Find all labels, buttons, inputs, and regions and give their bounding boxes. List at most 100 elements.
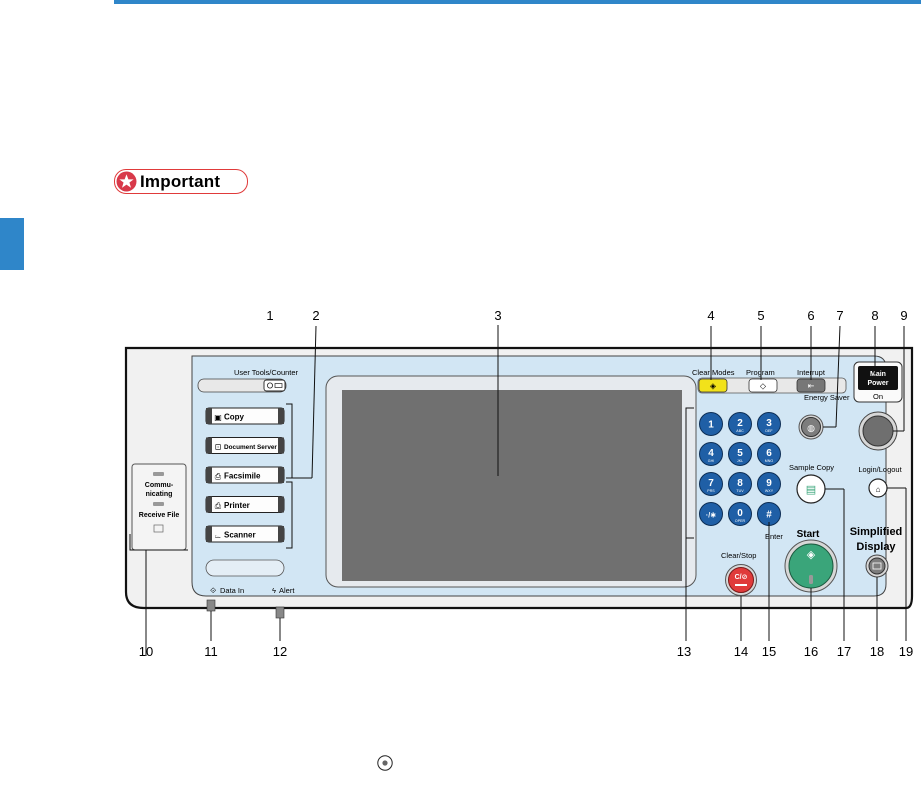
clear-stop-key[interactable] [728,567,754,593]
scanner-icon: ⌳ [215,531,222,540]
callout-18: 18 [870,644,884,659]
keypad-key[interactable] [757,442,781,466]
keypad-key[interactable] [699,502,723,526]
keypad-key-number: 0 [737,508,743,519]
main-power-switch[interactable] [862,415,894,447]
keypad-key[interactable] [728,442,752,466]
program-key[interactable] [748,378,778,393]
keypad-key-number: 7 [708,478,714,489]
keypad-key[interactable] [728,502,752,526]
callout-14: 14 [734,644,748,659]
alert-lamp [275,606,285,619]
communicating-label-1: Commu- [145,482,174,489]
keypad-key-letters: DEF [765,429,773,433]
callout-2: 2 [312,308,319,323]
program-label: Program [746,368,775,377]
energy-saver-label: Energy Saver [804,393,850,402]
keypad-key[interactable] [728,472,752,496]
callout-6: 6 [807,308,814,323]
mode-key-lamp [278,408,284,424]
data-in-icon: ⟐ [210,586,217,595]
program-icon: ◇ [760,382,767,391]
mode-key-tab [206,408,212,424]
data-in-lamp [206,599,216,612]
mode-key-label: Document Server [224,444,277,451]
mode-key-label: Printer [224,501,250,510]
receive-file-lamp [153,502,164,506]
user-tools-label: User Tools/Counter [234,368,299,377]
callout-16: 16 [804,644,818,659]
keypad-key[interactable] [728,412,752,436]
keypad-key-letters: ABC [736,429,744,433]
energy-saver-key[interactable] [801,417,821,437]
header-rule [114,0,921,4]
keypad-key-letters: GHI [708,459,714,463]
touch-display-screen[interactable] [342,390,682,581]
callout-15: 15 [762,644,776,659]
important-label: Important [140,171,221,191]
communicating-lamp [153,472,164,476]
mode-key-label: Scanner [224,531,256,540]
callout-5: 5 [757,308,764,323]
start-lamp [809,575,813,584]
callout-9: 9 [900,308,907,323]
keypad-key[interactable] [699,412,723,436]
clear-modes-key[interactable] [698,378,728,393]
important-badge: Important [114,169,248,194]
keypad-key[interactable] [757,472,781,496]
simplified-display-label-2: Display [856,541,896,553]
keypad-key-letters: MNO [765,459,774,463]
mode-key-label: Facsimile [224,472,261,481]
keypad-key-number: # [766,510,772,521]
keypad-key-number: 9 [766,478,772,489]
keypad-key[interactable] [699,442,723,466]
star-icon [116,171,137,192]
start-icon: ◈ [807,549,816,561]
mode-key-lamp [278,467,284,483]
simplified-display-label-1: Simplified [850,526,903,538]
mode-key-lamp [278,526,284,542]
callout-12: 12 [273,644,287,659]
keypad-key-letters: TUV [736,489,744,493]
document-server-icon: ⊡ [215,443,222,452]
clear-modes-label: Clear Modes [692,368,735,377]
callout-13: 13 [677,644,691,659]
interrupt-icon: ⇤ [808,382,815,391]
clear-stop-icon: C/⊘ [735,574,748,581]
alert-label: Alert [279,586,295,595]
keypad-key-number: 6 [766,448,772,459]
callout-1: 1 [266,308,273,323]
keypad-key[interactable] [757,412,781,436]
login-logout-icon: ⌂ [876,485,881,494]
mode-key-tab [206,467,212,483]
data-in-label: Data In [220,586,244,595]
mode-key-tab [206,496,212,513]
keypad-key-number: 8 [737,478,743,489]
printer-icon: ⎙ [215,502,222,511]
communicating-label-2: nicating [146,491,173,498]
mode-key-label: Copy [224,413,245,422]
start-label: Start [797,529,820,540]
callout-17: 17 [837,644,851,659]
mode-key-tab [206,437,212,454]
mode-keys: ▣Copy⊡Document Server⎙Facsimile⎙Printer⌳… [205,407,285,543]
keypad-key-letters: PRS [707,489,715,493]
simplified-display-key[interactable] [868,557,886,575]
keypad-key[interactable] [699,472,723,496]
tray-icon [153,524,164,533]
mode-key-tab [206,526,212,542]
mode-key-lamp [278,496,284,513]
indicator-box [131,463,187,551]
on-label: On [873,392,883,401]
facsimile-icon: ⎙ [215,472,222,481]
callout-7: 7 [836,308,843,323]
keypad-key-letters: OPER [735,519,746,523]
clear-modes-icon: ◈ [710,382,717,391]
keypad-key-number: 4 [708,448,714,459]
blank-key[interactable] [205,559,285,577]
login-logout-label: Login/Logout [858,465,902,474]
enter-label: Enter [765,532,783,541]
keypad-key-number: 2 [737,418,743,429]
keypad-key-letters: JKL [737,459,743,463]
